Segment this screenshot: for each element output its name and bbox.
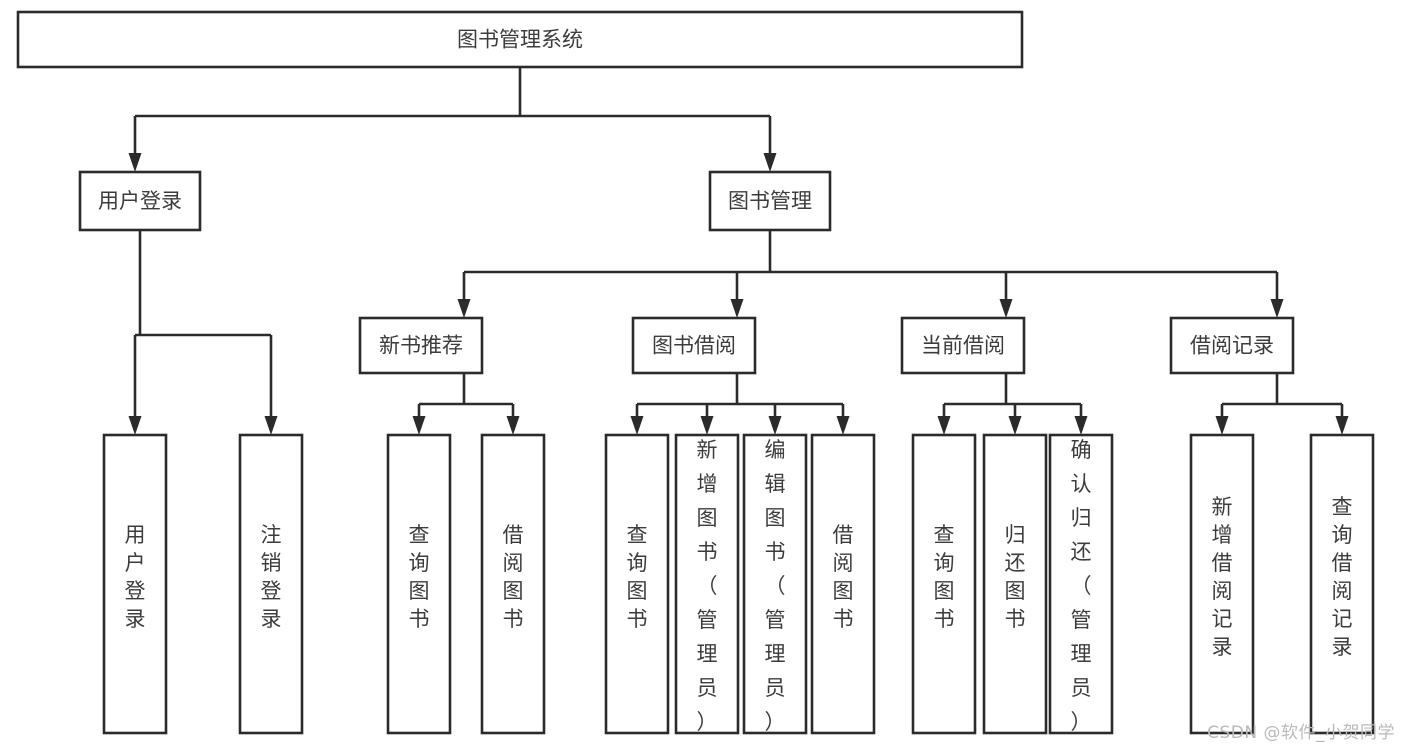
node-label: 图书管理 xyxy=(728,189,812,213)
node-box[interactable] xyxy=(16,10,1024,69)
node-leaf-query-record[interactable]: 查询借阅记录 xyxy=(1309,433,1375,735)
arrow-head xyxy=(1074,416,1088,435)
node-leaf-logout[interactable]: 注销登录 xyxy=(238,433,304,735)
connector-group-user-login-bus xyxy=(128,333,278,435)
arrow-head xyxy=(128,153,142,172)
node-label: 确认归还（管理员） xyxy=(1071,438,1092,734)
connector-group-book-manage-bus xyxy=(457,270,1284,318)
arrow-head xyxy=(700,416,714,435)
node-box[interactable] xyxy=(810,433,876,735)
node-borrow-record[interactable]: 借阅记录 xyxy=(1169,316,1295,375)
arrow-head xyxy=(836,416,850,435)
node-book-manage[interactable]: 图书管理 xyxy=(708,170,832,232)
node-leaf-user-login[interactable]: 用户登录 xyxy=(102,433,168,735)
node-box[interactable] xyxy=(900,316,1026,375)
node-box[interactable] xyxy=(1048,433,1114,735)
node-box[interactable] xyxy=(674,433,740,735)
arrow-head xyxy=(937,416,951,435)
node-box[interactable] xyxy=(982,433,1048,735)
arrow-head xyxy=(768,416,782,435)
node-box[interactable] xyxy=(78,170,202,232)
connector-group-record-bus xyxy=(1215,402,1349,435)
connector-group-root-bus xyxy=(128,114,777,172)
node-leaf-borrow-book-1[interactable]: 借阅图书 xyxy=(480,433,546,735)
arrow-head xyxy=(128,416,142,435)
node-leaf-query-book-1[interactable]: 查询图书 xyxy=(386,433,452,735)
node-leaf-borrow-book-2[interactable]: 借阅图书 xyxy=(810,433,876,735)
node-label: 注销登录 xyxy=(261,523,282,631)
node-box[interactable] xyxy=(1169,316,1295,375)
node-label: 查询图书 xyxy=(934,523,955,631)
arrow-head xyxy=(763,153,777,172)
node-label: 新书推荐 xyxy=(379,334,463,358)
node-leaf-confirm-return[interactable]: 确认归还（管理员） xyxy=(1048,433,1114,735)
node-box[interactable] xyxy=(1309,433,1375,735)
node-label: 查询图书 xyxy=(627,523,648,631)
node-label: 新增图书（管理员） xyxy=(697,438,718,734)
node-label: 借阅图书 xyxy=(503,523,524,631)
node-box[interactable] xyxy=(480,433,546,735)
node-new-book-recommend[interactable]: 新书推荐 xyxy=(358,316,484,375)
arrow-head xyxy=(1215,416,1229,435)
arrow-head xyxy=(412,416,426,435)
arrow-head xyxy=(730,299,744,318)
connector-group-current-bus xyxy=(937,402,1088,435)
node-label: 查询借阅记录 xyxy=(1332,495,1353,659)
node-user-login[interactable]: 用户登录 xyxy=(78,170,202,232)
node-box[interactable] xyxy=(911,433,977,735)
node-label: 借阅记录 xyxy=(1190,334,1274,358)
arrow-head xyxy=(1335,416,1349,435)
node-box[interactable] xyxy=(742,433,808,735)
node-box[interactable] xyxy=(708,170,832,232)
connector-group-newbook-bus xyxy=(412,402,520,435)
arrow-head xyxy=(264,416,278,435)
node-leaf-query-book-2[interactable]: 查询图书 xyxy=(604,433,670,735)
arrow-head xyxy=(999,299,1013,318)
connector-group-borrow-bus xyxy=(630,402,850,435)
arrow-head xyxy=(1008,416,1022,435)
arrow-head xyxy=(457,299,471,318)
node-box[interactable] xyxy=(358,316,484,375)
node-label: 图书管理系统 xyxy=(457,28,583,52)
node-label: 借阅图书 xyxy=(833,523,854,631)
node-label: 用户登录 xyxy=(98,189,182,213)
node-label: 编辑图书（管理员） xyxy=(765,438,786,734)
node-label: 当前借阅 xyxy=(921,334,1005,358)
arrow-head xyxy=(506,416,520,435)
node-label: 新增借阅记录 xyxy=(1212,495,1233,659)
node-leaf-return-book[interactable]: 归还图书 xyxy=(982,433,1048,735)
node-leaf-add-record[interactable]: 新增借阅记录 xyxy=(1189,433,1255,735)
node-leaf-edit-book[interactable]: 编辑图书（管理员） xyxy=(742,433,808,735)
node-root[interactable]: 图书管理系统 xyxy=(16,10,1024,69)
node-box[interactable] xyxy=(102,433,168,735)
node-leaf-add-book[interactable]: 新增图书（管理员） xyxy=(674,433,740,735)
node-label: 用户登录 xyxy=(125,523,146,631)
node-book-borrow[interactable]: 图书借阅 xyxy=(631,316,757,375)
node-box[interactable] xyxy=(386,433,452,735)
arrow-head xyxy=(1270,299,1284,318)
node-layer: 图书管理系统用户登录图书管理新书推荐图书借阅当前借阅借阅记录用户登录注销登录查询… xyxy=(16,10,1375,735)
node-box[interactable] xyxy=(238,433,304,735)
node-box[interactable] xyxy=(1189,433,1255,735)
node-current-borrow[interactable]: 当前借阅 xyxy=(900,316,1026,375)
arrow-head xyxy=(630,416,644,435)
node-box[interactable] xyxy=(631,316,757,375)
node-label: 图书借阅 xyxy=(652,334,736,358)
node-label: 归还图书 xyxy=(1005,523,1026,631)
node-label: 查询图书 xyxy=(409,523,430,631)
connector-layer xyxy=(128,67,1349,435)
node-box[interactable] xyxy=(604,433,670,735)
node-leaf-query-book-3[interactable]: 查询图书 xyxy=(911,433,977,735)
